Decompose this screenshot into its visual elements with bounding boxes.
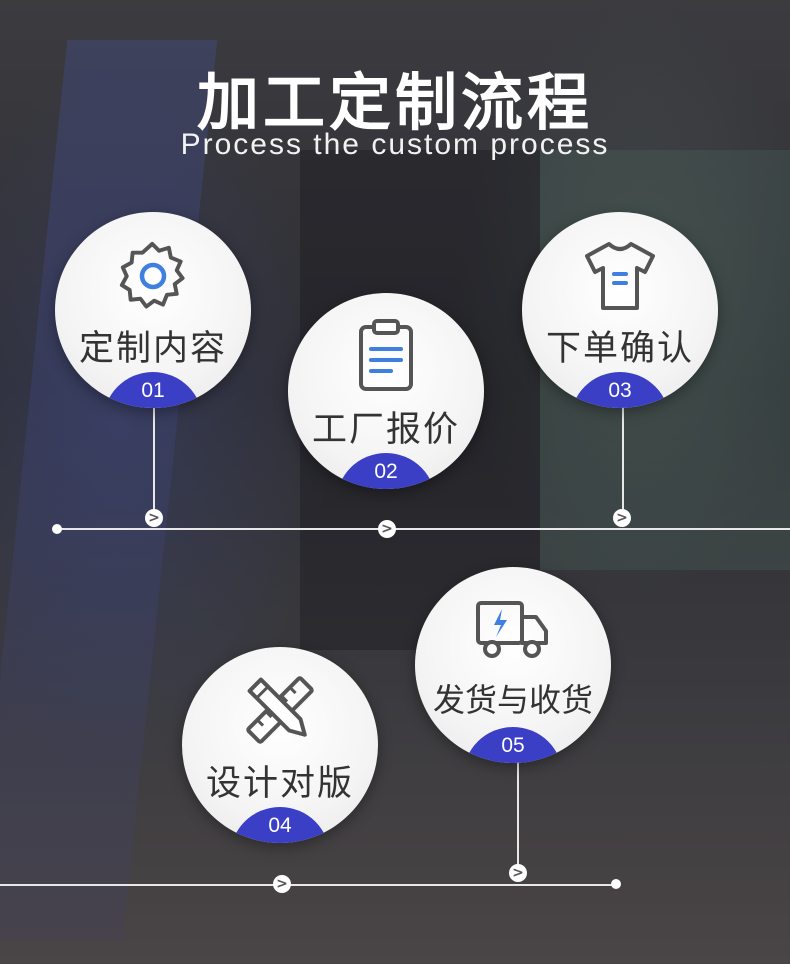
arrow-step-05: >: [509, 864, 527, 882]
clipboard-icon: [359, 319, 413, 391]
timeline-top: [57, 528, 790, 530]
timeline-start-dot: [52, 524, 62, 534]
connector-03: [622, 400, 624, 518]
step-card-04: 设计对版 04: [182, 647, 378, 843]
connector-05: [517, 758, 519, 864]
page-subtitle: Process the custom process: [180, 128, 610, 161]
timeline-bottom: [0, 884, 615, 886]
gear-icon: [119, 241, 185, 309]
step-number-badge: 02: [336, 453, 436, 489]
step-label: 工厂报价: [311, 410, 460, 450]
step-label: 下单确认: [545, 329, 694, 369]
step-number-badge: 05: [463, 727, 563, 763]
step-number-badge: 01: [103, 372, 203, 408]
step-label: 发货与收货: [432, 681, 593, 719]
arrow-step-03: >: [613, 509, 631, 527]
step-label: 定制内容: [78, 329, 227, 369]
page-title: 加工定制流程: [196, 66, 593, 139]
step-card-05: 发货与收货 05: [415, 567, 611, 763]
arrow-step-04: >: [273, 875, 291, 893]
connector-01: [153, 400, 155, 518]
step-label: 设计对版: [205, 764, 354, 804]
tshirt-icon: [585, 242, 655, 310]
step-card-02: 工厂报价 02: [288, 293, 484, 489]
timeline-end-dot: [611, 879, 621, 889]
step-card-01: 定制内容 01: [55, 212, 251, 408]
truck-icon: [476, 601, 548, 658]
step-card-03: 下单确认 03: [522, 212, 718, 408]
arrow-step-02: >: [378, 520, 396, 538]
step-number-badge: 04: [230, 807, 330, 843]
step-number-badge: 03: [570, 372, 670, 408]
ruler-pencil-icon: [246, 676, 314, 744]
arrow-step-01: >: [145, 509, 163, 527]
